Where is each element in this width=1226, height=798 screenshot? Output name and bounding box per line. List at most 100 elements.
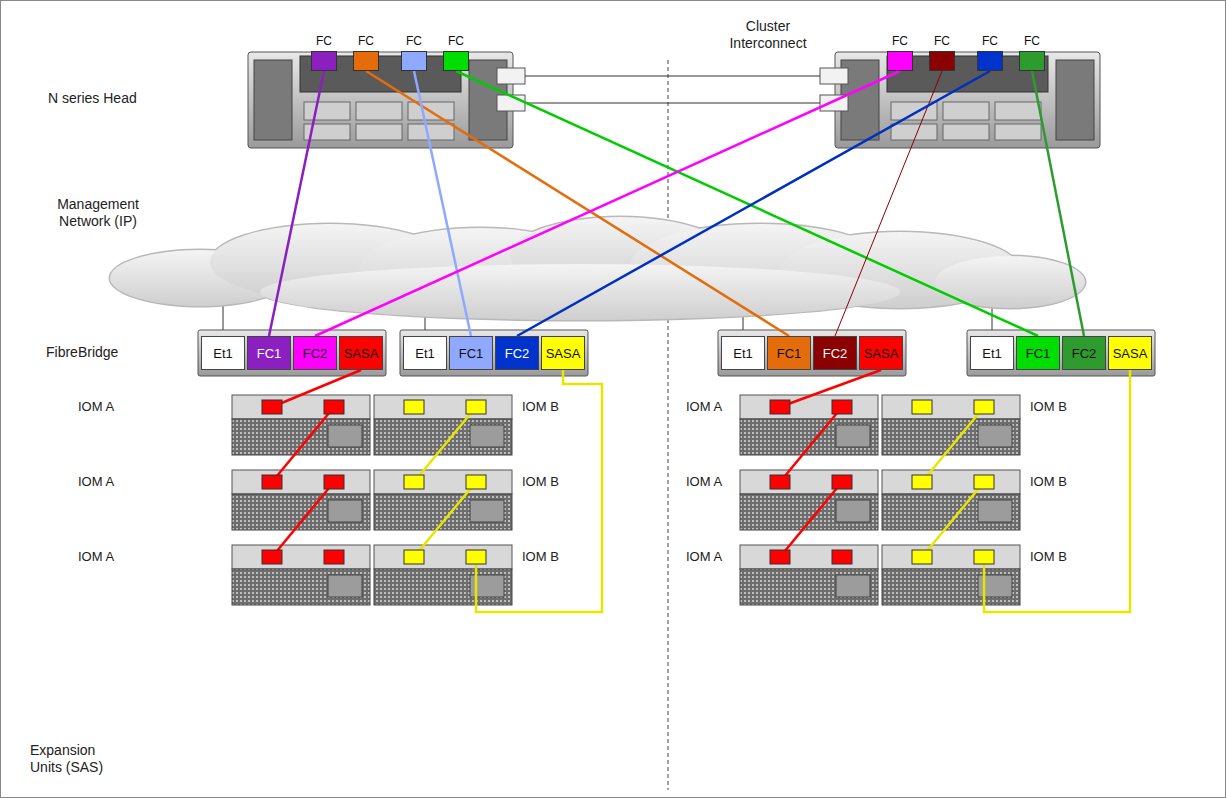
- iom-module: [882, 470, 1020, 494]
- fc-cable: [517, 71, 990, 336]
- module-label: IOM A: [686, 549, 722, 565]
- fc-cable: [315, 71, 900, 336]
- sas-port: [912, 400, 932, 414]
- psu-handle: [978, 500, 1012, 522]
- sas-port: [770, 475, 790, 489]
- port-label: SASA: [546, 346, 581, 361]
- module-label: IOM B: [522, 549, 559, 565]
- bridge-port: FC2: [495, 336, 539, 370]
- expansion-unit: [740, 395, 1020, 455]
- port-label: FC2: [823, 346, 848, 361]
- fc-cable: [366, 71, 789, 336]
- sas-port: [974, 475, 994, 489]
- port-label: FC2: [505, 346, 530, 361]
- storage-head: [835, 52, 1100, 148]
- psu: [1056, 60, 1094, 140]
- fc-cable: [269, 71, 324, 336]
- module-label: IOM B: [1030, 474, 1067, 490]
- fibrebridge-chassis: [967, 330, 1155, 376]
- bridge-port: Et1: [970, 336, 1014, 370]
- iom-module: [740, 545, 878, 569]
- sas-port: [262, 400, 282, 414]
- port-heading: FC: [316, 34, 332, 48]
- fc-port: FC: [352, 34, 380, 71]
- module-label: IOM B: [1030, 399, 1067, 415]
- sas-port: [832, 550, 852, 564]
- sas-cable: [476, 370, 602, 612]
- sas-port: [324, 400, 344, 414]
- port-heading: FC: [982, 34, 998, 48]
- port-label: FC1: [459, 346, 484, 361]
- psu-grill: [740, 419, 878, 455]
- psu-handle: [328, 575, 362, 597]
- sas-cable: [272, 370, 361, 407]
- psu-handle: [836, 425, 870, 447]
- interconnect-cable: [525, 75, 820, 76]
- fc-port: FC: [310, 34, 338, 71]
- port-label: SASA: [864, 346, 899, 361]
- sas-cable: [922, 482, 984, 557]
- sas-port: [262, 475, 282, 489]
- sas-port: [466, 400, 486, 414]
- sas-port: [832, 475, 852, 489]
- bridge-port: FC1: [449, 336, 493, 370]
- fc-cable: [456, 71, 1038, 336]
- bridge-port: FC1: [247, 336, 291, 370]
- expansion-slot: [356, 102, 402, 120]
- sas-port: [404, 400, 424, 414]
- psu-grill: [740, 569, 878, 605]
- fc-port: FC: [1018, 34, 1046, 71]
- expansion-slot: [995, 102, 1041, 120]
- psu-handle: [836, 500, 870, 522]
- module-label: IOM A: [78, 549, 114, 565]
- expansion-unit: [232, 395, 512, 455]
- expansion-unit: [740, 545, 1020, 605]
- iom-module: [374, 395, 512, 419]
- psu-grill: [882, 419, 1020, 455]
- expansion-unit: [740, 470, 1020, 530]
- sas-port: [832, 400, 852, 414]
- module-label: IOM B: [522, 399, 559, 415]
- port-label: Et1: [415, 346, 435, 361]
- iom-module: [374, 545, 512, 569]
- sas-port: [912, 550, 932, 564]
- psu-grill: [374, 494, 512, 530]
- iom-module: [374, 470, 512, 494]
- psu-handle: [836, 575, 870, 597]
- psu-grill: [882, 569, 1020, 605]
- bridge-port: SASA: [1108, 336, 1152, 370]
- sas-cable: [780, 370, 881, 407]
- expansion-unit: [232, 470, 512, 530]
- port-heading: FC: [892, 34, 908, 48]
- port-heading: FC: [1024, 34, 1040, 48]
- sas-cable: [272, 407, 334, 482]
- sas-port: [770, 400, 790, 414]
- bridge-port: Et1: [721, 336, 765, 370]
- fc-cable: [414, 71, 471, 336]
- expansion-slot: [356, 124, 402, 140]
- bridge-port: SASA: [339, 336, 383, 370]
- fc-port: FC: [442, 34, 470, 71]
- sas-port: [324, 550, 344, 564]
- expansion-slot: [995, 124, 1041, 140]
- port-swatch: [443, 51, 469, 71]
- sas-port: [466, 550, 486, 564]
- sas-port: [974, 550, 994, 564]
- psu-grill: [232, 494, 370, 530]
- port-swatch: [929, 51, 955, 71]
- sas-port: [466, 475, 486, 489]
- psu-handle: [328, 425, 362, 447]
- psu-grill: [740, 494, 878, 530]
- port-label: Et1: [982, 346, 1002, 361]
- psu-grill: [232, 569, 370, 605]
- iom-module: [740, 470, 878, 494]
- port-label: FC1: [1026, 346, 1051, 361]
- sas-cable: [414, 407, 476, 482]
- part-label: Expansion Units (SAS): [30, 742, 130, 776]
- port-label: SASA: [344, 346, 379, 361]
- bridge-port: FC2: [813, 336, 857, 370]
- sas-port: [324, 475, 344, 489]
- port-swatch: [1019, 51, 1045, 71]
- head-chassis: [248, 52, 513, 148]
